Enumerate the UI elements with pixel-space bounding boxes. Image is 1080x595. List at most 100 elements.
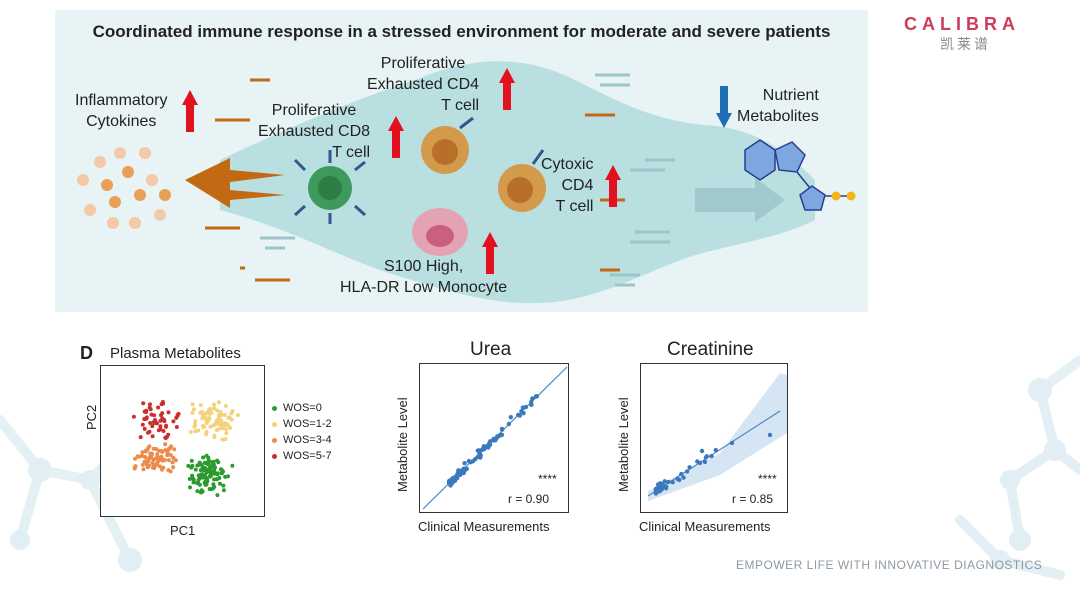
pca-point [200, 489, 205, 494]
pca-point [207, 416, 212, 421]
urea-point [485, 443, 490, 449]
pca-point [198, 468, 203, 473]
creatinine-point [709, 453, 714, 459]
urea-point [508, 415, 513, 420]
pca-point [204, 432, 209, 437]
pca-point [174, 425, 179, 429]
pca-point [141, 467, 146, 472]
pca-plot-frame [100, 365, 265, 517]
legend-swatch [272, 405, 277, 411]
pca-point [156, 405, 161, 410]
urea-xlabel: Clinical Measurements [418, 519, 550, 534]
pca-point [169, 444, 174, 449]
pca-point [206, 468, 211, 473]
exhausted-cd4-t-cell [421, 116, 474, 174]
pca-title: Plasma Metabolites [110, 345, 241, 362]
pca-point [144, 462, 149, 467]
pca-ylabel: PC2 [84, 404, 99, 430]
legend-swatch [272, 421, 277, 427]
pca-point [156, 428, 161, 433]
pca-point [215, 408, 220, 413]
pca-point [161, 429, 166, 433]
pca-point [142, 459, 147, 464]
pca-point [159, 454, 164, 459]
urea-point [488, 439, 493, 444]
pca-point [166, 468, 171, 473]
pca-point [152, 413, 157, 418]
creatinine-point [653, 486, 659, 491]
pca-point [230, 409, 235, 414]
pca-point [150, 424, 155, 429]
pca-point [215, 472, 220, 477]
pca-point [144, 410, 148, 415]
creatinine-point [713, 447, 718, 453]
pca-point [212, 485, 217, 489]
creatinine-title: Creatinine [667, 339, 754, 360]
pca-point [141, 401, 146, 406]
schematic-graphics [77, 61, 856, 304]
pca-point [212, 406, 217, 411]
creatinine-xlabel: Clinical Measurements [639, 519, 771, 534]
creatinine-point [679, 471, 684, 477]
pca-point [210, 462, 215, 467]
creatinine-point [666, 479, 671, 485]
urea-point [517, 413, 522, 418]
pca-point [146, 430, 150, 435]
pca-point [154, 461, 159, 466]
creatinine-point [681, 475, 686, 480]
cytotoxic-cd4-t-cell [498, 149, 546, 212]
pca-point [212, 477, 217, 482]
pca-point [236, 413, 240, 418]
brand-slogan: EMPOWER LIFE WITH INNOVATIVE DIAGNOSTICS [736, 558, 1043, 572]
legend-swatch [272, 437, 277, 443]
pca-point [188, 485, 192, 490]
pca-point [165, 450, 170, 455]
pca-point [208, 472, 213, 477]
urea-point [533, 394, 539, 399]
brand-logo-chinese: 凯莱谱 [940, 36, 991, 52]
urea-point [500, 427, 505, 432]
urea-point [496, 433, 501, 439]
pca-point [172, 447, 177, 452]
creatinine-point [658, 488, 663, 493]
urea-point [480, 446, 486, 452]
pca-point [221, 469, 225, 474]
creatinine-point [687, 465, 692, 470]
pca-point [226, 474, 230, 479]
pca-point [224, 431, 229, 436]
pca-point [140, 422, 145, 427]
creatinine-point [664, 484, 669, 489]
cd8-t-cell [293, 150, 367, 224]
pca-point [222, 413, 227, 417]
pca-point [148, 407, 153, 412]
pca-point [186, 463, 191, 468]
pca-point [133, 456, 138, 461]
pca-point [224, 427, 229, 432]
urea-point [466, 458, 472, 464]
urea-point [530, 396, 535, 401]
pca-point [208, 424, 213, 429]
creatinine-point [767, 432, 773, 438]
pca-point [191, 407, 196, 412]
pca-point [166, 432, 171, 437]
pca-point [206, 455, 211, 460]
cytokine-outflow-arrow [185, 158, 285, 208]
pca-point [196, 473, 201, 478]
pca-point [217, 476, 222, 480]
pca-xlabel: PC1 [170, 523, 196, 538]
urea-point [523, 404, 529, 410]
creatinine-point [699, 448, 705, 454]
pca-scatter-plot [100, 365, 265, 517]
creatinine-point [670, 480, 675, 485]
pca-point [144, 415, 149, 420]
creatinine-point [684, 469, 690, 474]
urea-point [460, 468, 465, 473]
pca-point [136, 454, 141, 459]
urea-point [456, 468, 461, 473]
pca-point [222, 422, 227, 427]
pca-point [146, 446, 151, 451]
pca-point [223, 437, 228, 442]
pca-point [175, 413, 180, 418]
legend-swatch [272, 453, 277, 459]
pca-point [187, 477, 192, 481]
